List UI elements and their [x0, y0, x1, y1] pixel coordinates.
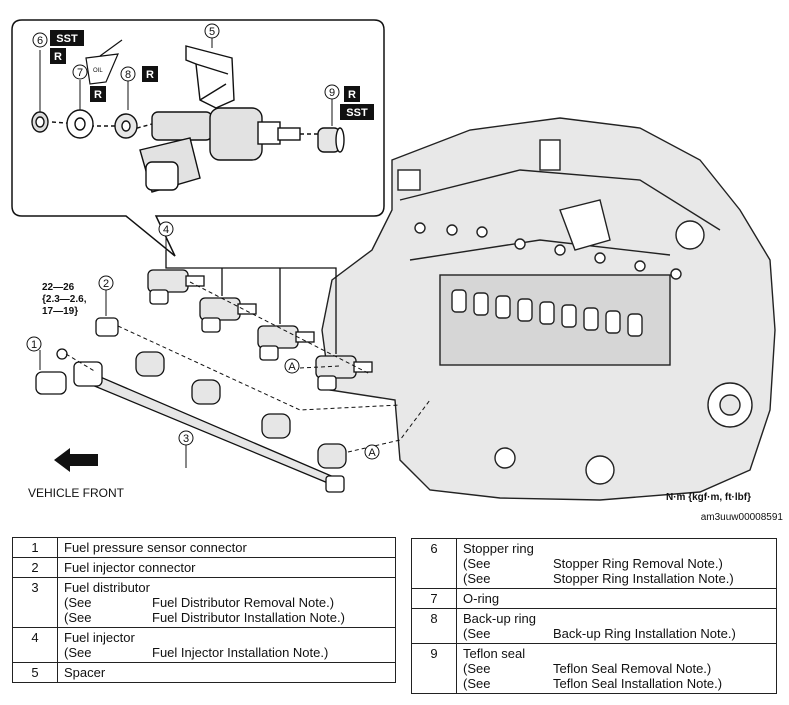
table-row: 8 Back-up ring (See Back-up Ring Installa… — [411, 608, 777, 644]
part-number: 6 — [411, 538, 457, 589]
table-row: 5 Spacer — [12, 662, 396, 683]
injector-set — [147, 250, 373, 391]
fuel-distributor — [73, 351, 347, 493]
tag-r-6: R — [54, 51, 62, 63]
part-number: 1 — [12, 537, 58, 558]
injector-detail — [51, 45, 318, 193]
see-prefix: (See — [463, 556, 491, 571]
callout-2: 2 — [103, 278, 109, 290]
table-row: 6 Stopper ring (See Stopper Ring Removal … — [411, 538, 777, 589]
table-row: 4 Fuel injector (See Fuel Injector Instal… — [12, 627, 396, 663]
see-prefix: (See — [64, 595, 92, 610]
tag-r-7: R — [94, 89, 102, 101]
callout-1: 1 — [31, 339, 37, 351]
tag-r-8: R — [146, 69, 154, 81]
callout-6: 6 — [37, 35, 43, 47]
see-prefix: (See — [463, 626, 491, 641]
reference-note-link[interactable]: Fuel Distributor Installation Note.) — [152, 610, 345, 625]
torque-value-2: {2.3—2.6, — [42, 294, 87, 305]
part-number: 8 — [411, 608, 457, 644]
callout-a-bottom: A — [368, 447, 376, 459]
see-prefix: (See — [64, 610, 92, 625]
reference-note-link[interactable]: Fuel Injector Installation Note.) — [152, 645, 329, 660]
reference-note-link[interactable]: Back-up Ring Installation Note.) — [553, 626, 736, 641]
reference-note-link[interactable]: Stopper Ring Installation Note.) — [553, 571, 734, 586]
table-row: 1 Fuel pressure sensor connector — [12, 537, 396, 558]
reference-note-link[interactable]: Teflon Seal Removal Note.) — [553, 661, 712, 676]
part-name: O-ring — [463, 591, 500, 606]
torque-unit: N·m {kgf·m, ft·lbf} — [666, 492, 751, 503]
callout-5: 5 — [209, 26, 215, 38]
see-prefix: (See — [463, 676, 491, 691]
callout-8: 8 — [125, 69, 131, 81]
part-name: Stopper ring — [463, 541, 534, 556]
callout-a-top: A — [288, 361, 296, 373]
tag-r-9: R — [348, 89, 356, 101]
part-name: Fuel injector connector — [64, 560, 196, 575]
parts-table-right: 6 Stopper ring (See Stopper Ring Removal … — [411, 538, 777, 694]
callout-7: 7 — [77, 67, 83, 79]
table-row: 2 Fuel injector connector — [12, 557, 396, 578]
reference-note-link[interactable]: Fuel Distributor Removal Note.) — [152, 595, 335, 610]
part-number: 7 — [411, 588, 457, 609]
reference-note-link[interactable]: Stopper Ring Removal Note.) — [553, 556, 723, 571]
torque-value-1: 22—26 — [42, 282, 75, 293]
oil-label: OIL — [93, 68, 103, 74]
vehicle-front-label: VEHICLE FRONT — [28, 486, 125, 500]
leader-lines — [65, 281, 431, 453]
connectors — [35, 317, 119, 395]
tag-sst-6: SST — [56, 33, 78, 45]
figure-code: am3uuw00008591 — [700, 512, 783, 523]
part-number: 5 — [12, 662, 58, 683]
engine-illustration — [321, 117, 776, 501]
part-number: 9 — [411, 643, 457, 694]
table-row: 7 O-ring — [411, 588, 777, 609]
reference-note-link[interactable]: Teflon Seal Installation Note.) — [553, 676, 723, 691]
part-name: Back-up ring — [463, 611, 536, 626]
part-number: 3 — [12, 577, 58, 628]
vehicle-front-arrow-icon — [54, 448, 98, 472]
see-prefix: (See — [64, 645, 92, 660]
part-name: Teflon seal — [463, 646, 526, 661]
tag-sst-9: SST — [346, 107, 368, 119]
part-name: Fuel distributor — [64, 580, 150, 595]
oil-can-icon — [85, 39, 123, 85]
exploded-diagram: SST R R R R SST OIL — [11, 19, 776, 503]
part-name: Fuel injector — [64, 630, 135, 645]
callout-3: 3 — [183, 433, 189, 445]
callout-4: 4 — [163, 224, 169, 236]
part-number: 4 — [12, 627, 58, 663]
parts-table-left: 1 Fuel pressure sensor connector 2 Fuel … — [12, 537, 396, 683]
torque-value-3: 17—19} — [42, 306, 78, 317]
callout-9: 9 — [329, 87, 335, 99]
table-row: 9 Teflon seal (See Teflon Seal Removal No… — [411, 643, 777, 694]
part-name: Fuel pressure sensor connector — [64, 540, 247, 555]
see-prefix: (See — [463, 661, 491, 676]
see-prefix: (See — [463, 571, 491, 586]
part-name: Spacer — [64, 665, 106, 680]
part-number: 2 — [12, 557, 58, 578]
